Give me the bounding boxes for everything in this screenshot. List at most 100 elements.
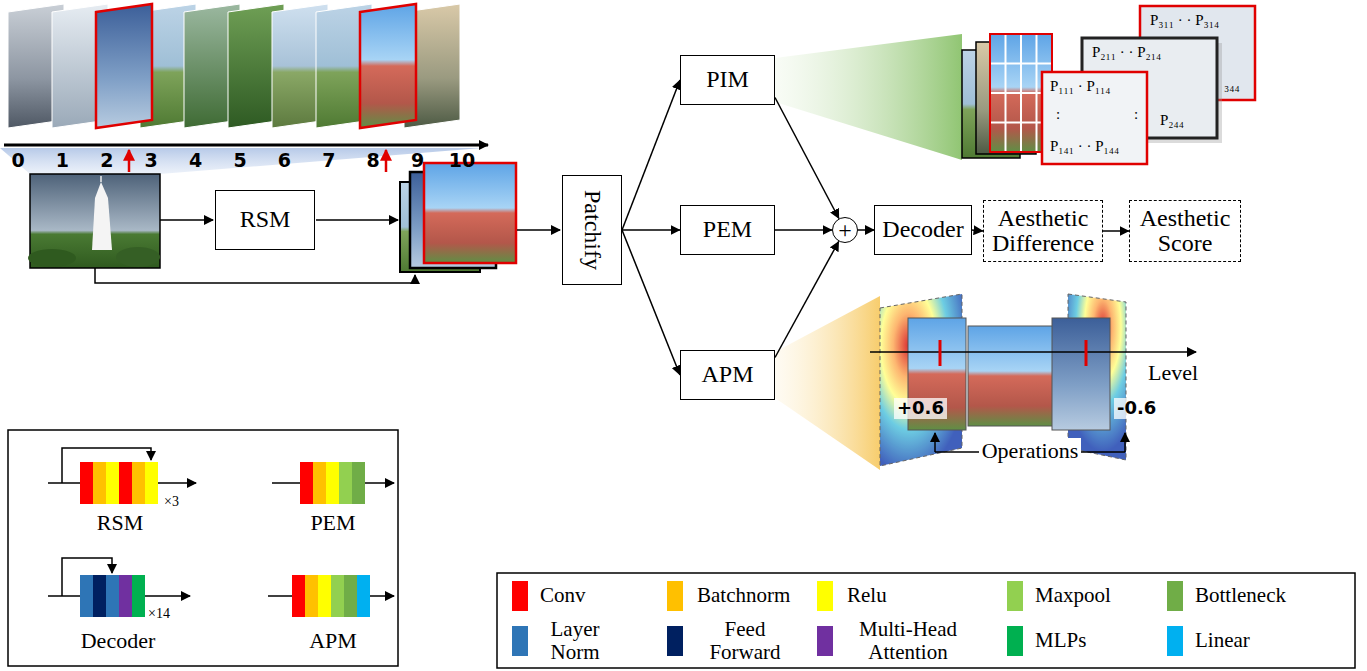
rsm-icon	[132, 462, 145, 504]
axis-number: 7	[322, 150, 335, 172]
sampled-images	[8, 4, 460, 128]
apm-icon	[318, 575, 331, 617]
input-image	[116, 247, 160, 267]
apm-icon	[370, 595, 394, 597]
node-label: APM	[701, 362, 753, 387]
flow-arrow	[1103, 230, 1129, 232]
patch-label: P₁₄₁ · · P₁₄₄	[1050, 138, 1119, 155]
module-panel	[8, 430, 398, 666]
decoder-icon	[132, 575, 145, 617]
node-label: +	[838, 218, 852, 242]
decoder-icon	[62, 558, 112, 596]
legend-swatch	[512, 581, 528, 611]
patch-grid	[1042, 6, 1255, 164]
module-box: RSM	[215, 190, 315, 250]
decoder-icon	[145, 595, 190, 597]
output-box: Aesthetic Score	[1129, 200, 1241, 262]
flow-arrow	[95, 220, 560, 283]
zoom-funnel	[775, 34, 962, 160]
pem-icon	[313, 462, 326, 504]
module-box: PIM	[680, 55, 775, 105]
operations-bracket	[1124, 433, 1126, 452]
rsm-icon	[80, 462, 93, 504]
level-value: +0.6	[894, 398, 947, 419]
node-label: Decoder	[882, 217, 963, 242]
apm-icon	[305, 575, 318, 617]
flow-arrow	[775, 229, 832, 231]
patch-label: P₂₄₄	[1160, 112, 1184, 129]
legend-swatch	[817, 626, 833, 656]
sampled-images	[96, 4, 152, 128]
node-label: PEM	[703, 217, 752, 242]
attention-maps	[968, 326, 1054, 426]
flow-arrow	[95, 268, 415, 283]
pem-icon	[272, 482, 300, 484]
flow-arrow	[972, 230, 983, 231]
apm-icon	[331, 575, 344, 617]
pem-icon	[352, 462, 365, 504]
patch-label: ₃₄₄	[1224, 76, 1240, 93]
axis-number: 3	[145, 150, 158, 172]
rsm-icon	[119, 462, 132, 504]
module-box: PEM	[680, 205, 775, 255]
legend-label: Multi-Head Attention	[847, 618, 969, 664]
module-box: APM	[680, 350, 775, 400]
decoder-icon	[119, 575, 132, 617]
rsm-icon	[158, 482, 196, 484]
axis-number: 10	[449, 150, 475, 172]
level-value: -0.6	[1114, 398, 1159, 419]
image-stack	[400, 163, 516, 272]
node-label: Aesthetic Score	[1136, 206, 1234, 256]
decoder-icon	[93, 575, 106, 617]
patch-images	[991, 63, 1051, 65]
apm-icon	[357, 575, 370, 617]
legend-swatch	[512, 626, 528, 656]
legend-label: Relu	[847, 584, 887, 607]
output-box: Aesthetic Difference	[983, 200, 1103, 262]
axis-number: 4	[189, 150, 202, 172]
legend-label: Conv	[540, 584, 586, 607]
patch-grid	[1042, 72, 1147, 164]
axis-number: 2	[100, 150, 113, 172]
apm-icon	[344, 575, 357, 617]
module-box: Patchify	[562, 175, 622, 285]
legend-label: Bottleneck	[1195, 584, 1286, 607]
flow-arrow	[316, 219, 398, 221]
rsm-icon	[145, 462, 158, 504]
sampled-images	[360, 4, 416, 128]
legend-label: Feed Forward	[697, 618, 793, 664]
legend-swatch	[667, 581, 683, 611]
input-image	[28, 249, 76, 267]
patch-images	[962, 34, 1052, 158]
legend-label: Linear	[1195, 629, 1250, 652]
sampled-images	[96, 4, 152, 128]
flow-arrow	[775, 241, 839, 357]
module-name: RSM	[97, 510, 143, 535]
node-label: Patchify	[579, 190, 604, 270]
legend-label: MLPs	[1035, 629, 1086, 652]
flow-arrow	[622, 230, 680, 375]
flow-arrow	[622, 229, 680, 231]
axis-number: 1	[56, 150, 69, 172]
node-label: RSM	[240, 207, 291, 232]
legend-swatch	[817, 581, 833, 611]
pem-icon	[272, 462, 394, 504]
bracket-label: Operations	[979, 438, 1082, 463]
rsm-icon	[106, 462, 119, 504]
apm-icon	[268, 575, 394, 617]
axis-number: 8	[367, 150, 380, 172]
repeat-count: ×3	[164, 494, 179, 510]
legend-frame	[497, 573, 1355, 668]
level-tick	[1085, 340, 1088, 366]
module-name: APM	[309, 628, 357, 653]
decoder-icon	[48, 595, 80, 597]
legend-label: Layer Norm	[540, 618, 610, 664]
patch-label: :	[1056, 106, 1060, 123]
rsm-icon	[93, 462, 106, 504]
pem-icon	[326, 462, 339, 504]
input-image	[28, 174, 160, 268]
flow-arrow	[775, 98, 839, 219]
patch-label: :	[1134, 106, 1138, 123]
module-box: Decoder	[874, 205, 971, 255]
